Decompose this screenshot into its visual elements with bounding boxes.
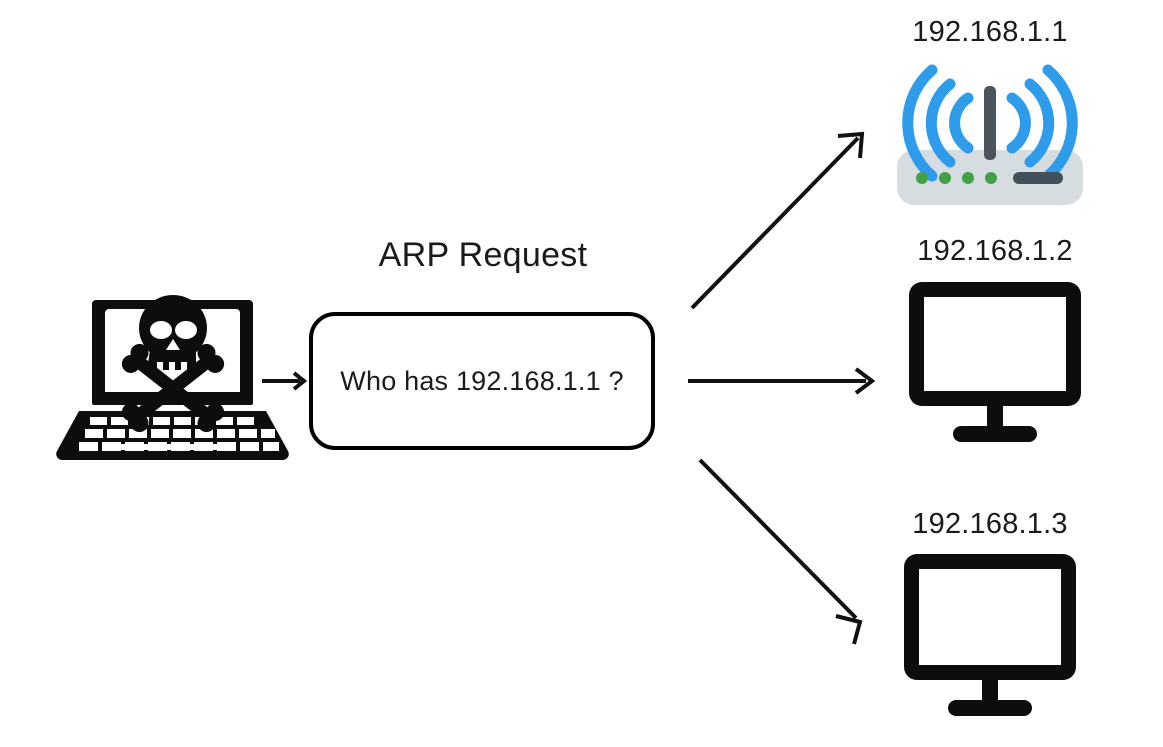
wifi-waves-left [902, 64, 974, 182]
wifi-waves-right [1006, 64, 1078, 182]
skull-crossbones-icon [121, 295, 225, 433]
monitor-icon-host-3 [900, 550, 1080, 720]
page-title: ARP Request [378, 236, 588, 274]
broadcast-arrows [670, 110, 890, 650]
monitor-icon-host-2 [905, 278, 1085, 444]
wifi-router-icon [890, 52, 1090, 205]
ip-label-host-3: 192.168.1.3 [912, 508, 1068, 540]
router-antenna [984, 86, 996, 160]
attacker-laptop-icon [55, 293, 290, 463]
arrow-to-host-2 [688, 367, 876, 395]
ip-label-router: 192.168.1.1 [912, 16, 1068, 48]
arp-request-text: Who has 192.168.1.1 ? [340, 365, 624, 396]
arp-request-box: Who has 192.168.1.1 ? [309, 312, 655, 450]
router-port [1013, 172, 1063, 184]
arrow-to-router [690, 131, 865, 310]
ip-label-host-2: 192.168.1.2 [917, 235, 1073, 267]
router-leds [916, 172, 997, 184]
arrow-to-host-3 [698, 458, 863, 645]
arrow-attacker-to-box [258, 366, 312, 396]
